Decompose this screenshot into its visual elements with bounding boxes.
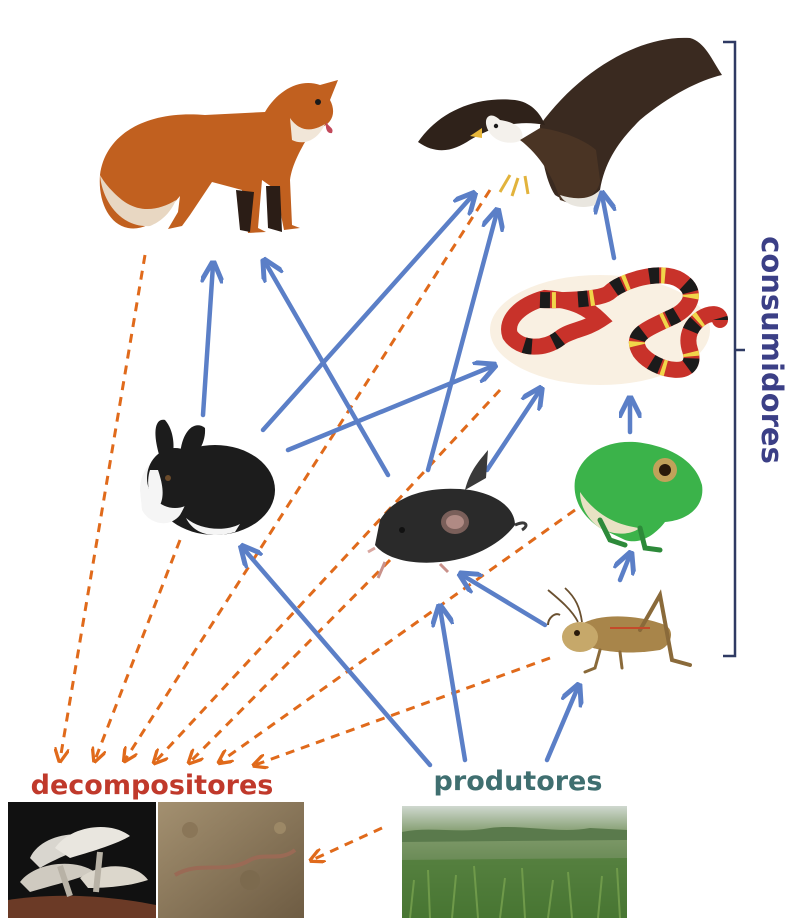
feeding-arrow-rabbit-fox (203, 265, 213, 415)
grasshopper-icon (548, 588, 690, 672)
decomposers-label: decompositores (31, 770, 274, 801)
grass-field-icon (402, 806, 627, 918)
decomposition-arrow-grass (312, 828, 382, 860)
consumers-bracket (723, 42, 745, 656)
decomposition-arrow-fox (60, 255, 145, 760)
rabbit-icon (140, 420, 275, 535)
soil-worm-icon (158, 802, 304, 918)
mouse-icon (368, 450, 526, 578)
consumers-label: consumidores (755, 236, 789, 464)
feeding-arrow-grass-grasshopper (547, 687, 578, 760)
feeding-arrow-snake-eagle (602, 195, 614, 258)
snake-icon (490, 275, 720, 385)
feeding-arrow-grasshopper-mouse (462, 575, 545, 625)
feeding-arrow-mouse-fox (265, 262, 388, 475)
fox-icon (100, 80, 338, 233)
feeding-arrow-grasshopper-frog (620, 555, 630, 580)
mushroom-icon (8, 802, 156, 918)
feeding-arrow-rabbit-snake (288, 366, 493, 450)
decomposition-arrow-grasshopper (255, 658, 550, 765)
feeding-arrow-mouse-snake (487, 390, 540, 470)
eagle-icon (418, 38, 722, 207)
decomposition-arrow-rabbit (95, 540, 180, 760)
frog-icon (575, 442, 703, 550)
feeding-arrow-grass-rabbit (243, 548, 430, 765)
feeding-arrow-grass-mouse (440, 608, 465, 760)
producers-label: produtores (434, 766, 603, 797)
